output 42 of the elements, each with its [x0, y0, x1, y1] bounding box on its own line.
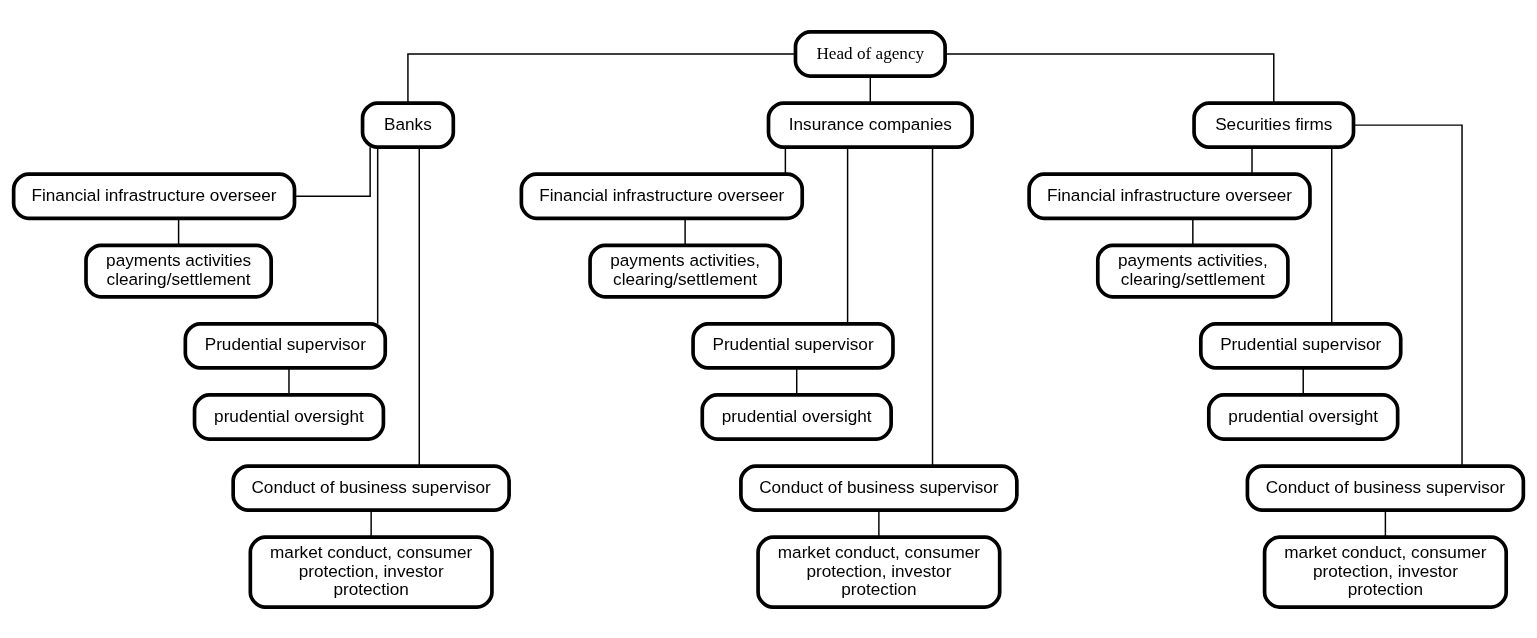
node-box: Insurance companies [766, 100, 974, 149]
connector [846, 146, 849, 324]
node-box: Financial infrastructure overseer [1027, 171, 1312, 220]
node-box: Conduct of business supervisor [739, 463, 1019, 512]
node-box: Financial infrastructure overseer [519, 171, 805, 220]
node-box: prudential oversight [700, 392, 893, 441]
node-box: Conduct of business supervisor [231, 463, 511, 512]
node-box: payments activities, clearing/settlement [1095, 242, 1290, 299]
connector [376, 146, 379, 324]
node-box: Conduct of business supervisor [1245, 463, 1526, 512]
connector [1302, 366, 1304, 395]
connector [1331, 146, 1333, 324]
node-box: market conduct, consumer protection, investor protection [248, 534, 494, 609]
node-box: Securities firms [1192, 100, 1356, 149]
connector [931, 146, 934, 467]
node-box: Prudential supervisor [691, 321, 895, 370]
node-box: Head of agency [793, 29, 947, 78]
connector [795, 366, 798, 395]
connector [418, 146, 420, 467]
connector [944, 52, 1275, 104]
connector [1192, 217, 1194, 246]
node-box: prudential oversight [1206, 392, 1400, 441]
connector [370, 509, 372, 538]
connector [784, 146, 787, 175]
connector [293, 146, 371, 197]
connector [1251, 146, 1253, 175]
connector [1384, 509, 1387, 538]
node-box: Banks [360, 100, 456, 149]
node-box: Prudential supervisor [183, 321, 388, 370]
connector [1352, 123, 1463, 467]
node-box: payments activities clearing/settlement [84, 242, 274, 299]
node-box: Financial infrastructure overseer [11, 171, 297, 220]
connector [878, 509, 880, 538]
node-box: Prudential supervisor [1198, 321, 1403, 370]
node-box: market conduct, consumer protection, investor protection [756, 534, 1002, 609]
node-box: prudential oversight [192, 392, 386, 441]
connector [407, 52, 796, 104]
connector [288, 366, 290, 395]
node-box: payments activities, clearing/settlement [588, 242, 782, 299]
connector [177, 217, 180, 246]
connector [684, 217, 686, 246]
node-box: market conduct, consumer protection, investor protection [1262, 534, 1509, 609]
